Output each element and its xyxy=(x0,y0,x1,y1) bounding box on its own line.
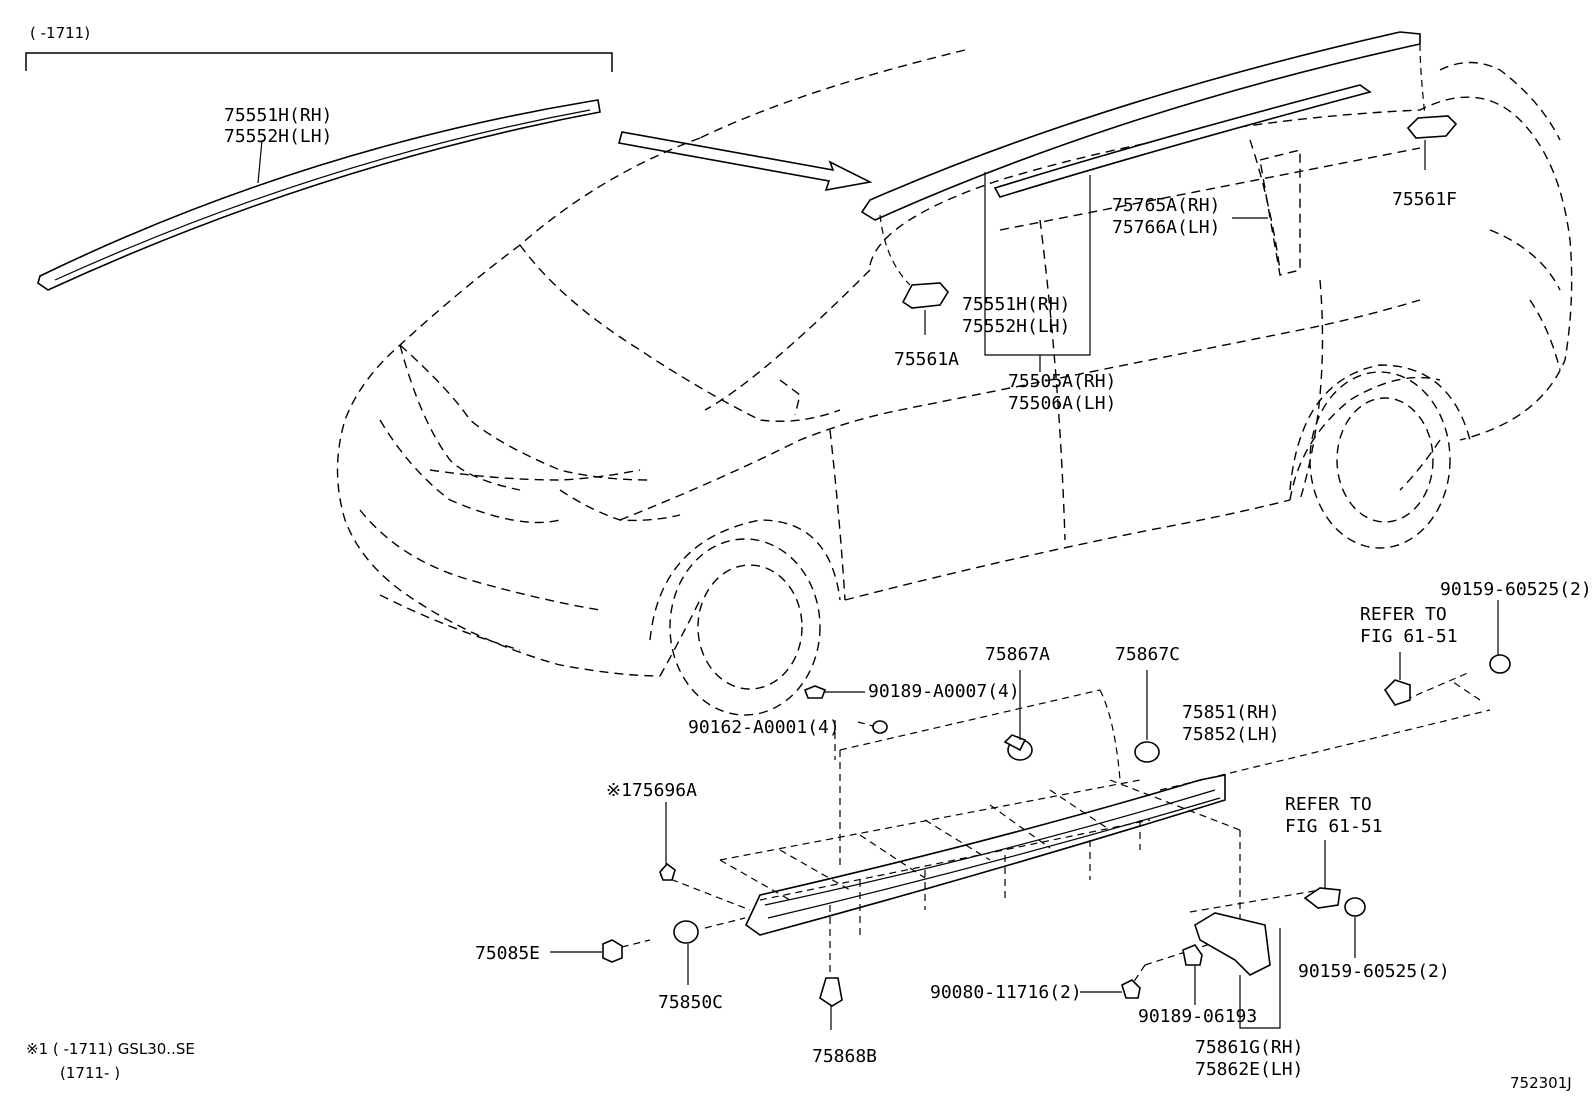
label-75561f: 75561F xyxy=(1392,189,1457,210)
label-75850c: 75850C xyxy=(658,992,723,1013)
clip-90189-06193 xyxy=(1182,944,1203,1005)
label-75085e: 75085E xyxy=(475,943,540,964)
part-labels: 75551H(RH) 75552H(LH) 75765A(RH) 75766A(… xyxy=(224,105,1592,1080)
fastener-90162-a0001 xyxy=(857,720,888,734)
label-90080: 90080-11716(2) xyxy=(930,982,1082,1003)
fastener-90159-a xyxy=(1489,600,1511,674)
label-75506a: 75506A(LH) xyxy=(1008,393,1116,414)
label-75696a: ※175696A xyxy=(606,780,697,801)
fastener-75850c xyxy=(673,920,699,985)
direction-arrow xyxy=(617,131,873,192)
fastener-90159-b xyxy=(1344,897,1366,958)
rocker-panel xyxy=(744,774,1226,936)
label-90189-06193: 90189-06193 xyxy=(1138,1006,1257,1027)
range-bracket: ( -1711) xyxy=(25,24,613,72)
label-refer-bottom-2: FIG 61-51 xyxy=(1285,816,1383,837)
label-75561a: 75561A xyxy=(894,349,959,370)
footnote: ※1 ( -1711) GSL30..SE (1711- ) xyxy=(26,1040,195,1082)
clip-refer-b xyxy=(1303,840,1341,909)
label-75868b: 75868B xyxy=(812,1046,877,1067)
label-refer-top-2: FIG 61-51 xyxy=(1360,626,1458,647)
label-75551h-mid: 75551H(RH) xyxy=(962,294,1070,315)
label-75505a: 75505A(RH) xyxy=(1008,371,1116,392)
roof-rack-rail-mounted xyxy=(860,31,1421,221)
label-refer-top-1: REFER TO xyxy=(1360,604,1447,625)
label-75765a: 75765A(RH) xyxy=(1112,195,1220,216)
range-note: ( -1711) xyxy=(30,24,90,42)
roof-rack-rail-detached xyxy=(37,99,601,291)
upper-leaders xyxy=(879,43,1426,372)
roof-clip-75561f xyxy=(1406,115,1458,170)
belt-molding-rail xyxy=(993,84,1372,198)
label-75551h-top: 75551H(RH) xyxy=(224,105,332,126)
diagram-id: 752301J xyxy=(1510,1074,1572,1092)
label-90159-bottom: 90159-60525(2) xyxy=(1298,961,1450,982)
fastener-75867a xyxy=(1003,670,1033,761)
fastener-75085e xyxy=(550,939,623,963)
label-90162: 90162-A0001(4) xyxy=(688,717,840,738)
label-75862e: 75862E(LH) xyxy=(1195,1059,1303,1080)
bracket-75861g xyxy=(1194,912,1281,1029)
label-75852: 75852(LH) xyxy=(1182,724,1280,745)
vehicle-body-outline xyxy=(336,49,1573,716)
footnote-line-1: ※1 ( -1711) GSL30..SE xyxy=(26,1040,195,1058)
label-refer-bottom-1: REFER TO xyxy=(1285,794,1372,815)
fastener-90189-a0007 xyxy=(803,685,865,699)
clip-refer-a xyxy=(1383,652,1411,706)
fastener-75696a xyxy=(659,802,676,881)
fastener-75868b xyxy=(819,977,843,1030)
label-75851: 75851(RH) xyxy=(1182,702,1280,723)
roof-clip-75561a xyxy=(901,282,949,335)
label-90159-top: 90159-60525(2) xyxy=(1440,579,1592,600)
label-75552h-top: 75552H(LH) xyxy=(224,126,332,147)
label-75766a: 75766A(LH) xyxy=(1112,217,1220,238)
footnote-line-2: (1711- ) xyxy=(60,1064,120,1082)
label-75861g: 75861G(RH) xyxy=(1195,1037,1303,1058)
fastener-75867c xyxy=(1134,670,1160,763)
label-75867a: 75867A xyxy=(985,644,1050,665)
label-75552h-mid: 75552H(LH) xyxy=(962,316,1070,337)
label-75867c: 75867C xyxy=(1115,644,1180,665)
label-90189-a0007: 90189-A0007(4) xyxy=(868,681,1020,702)
fastener-90080 xyxy=(1080,979,1141,999)
